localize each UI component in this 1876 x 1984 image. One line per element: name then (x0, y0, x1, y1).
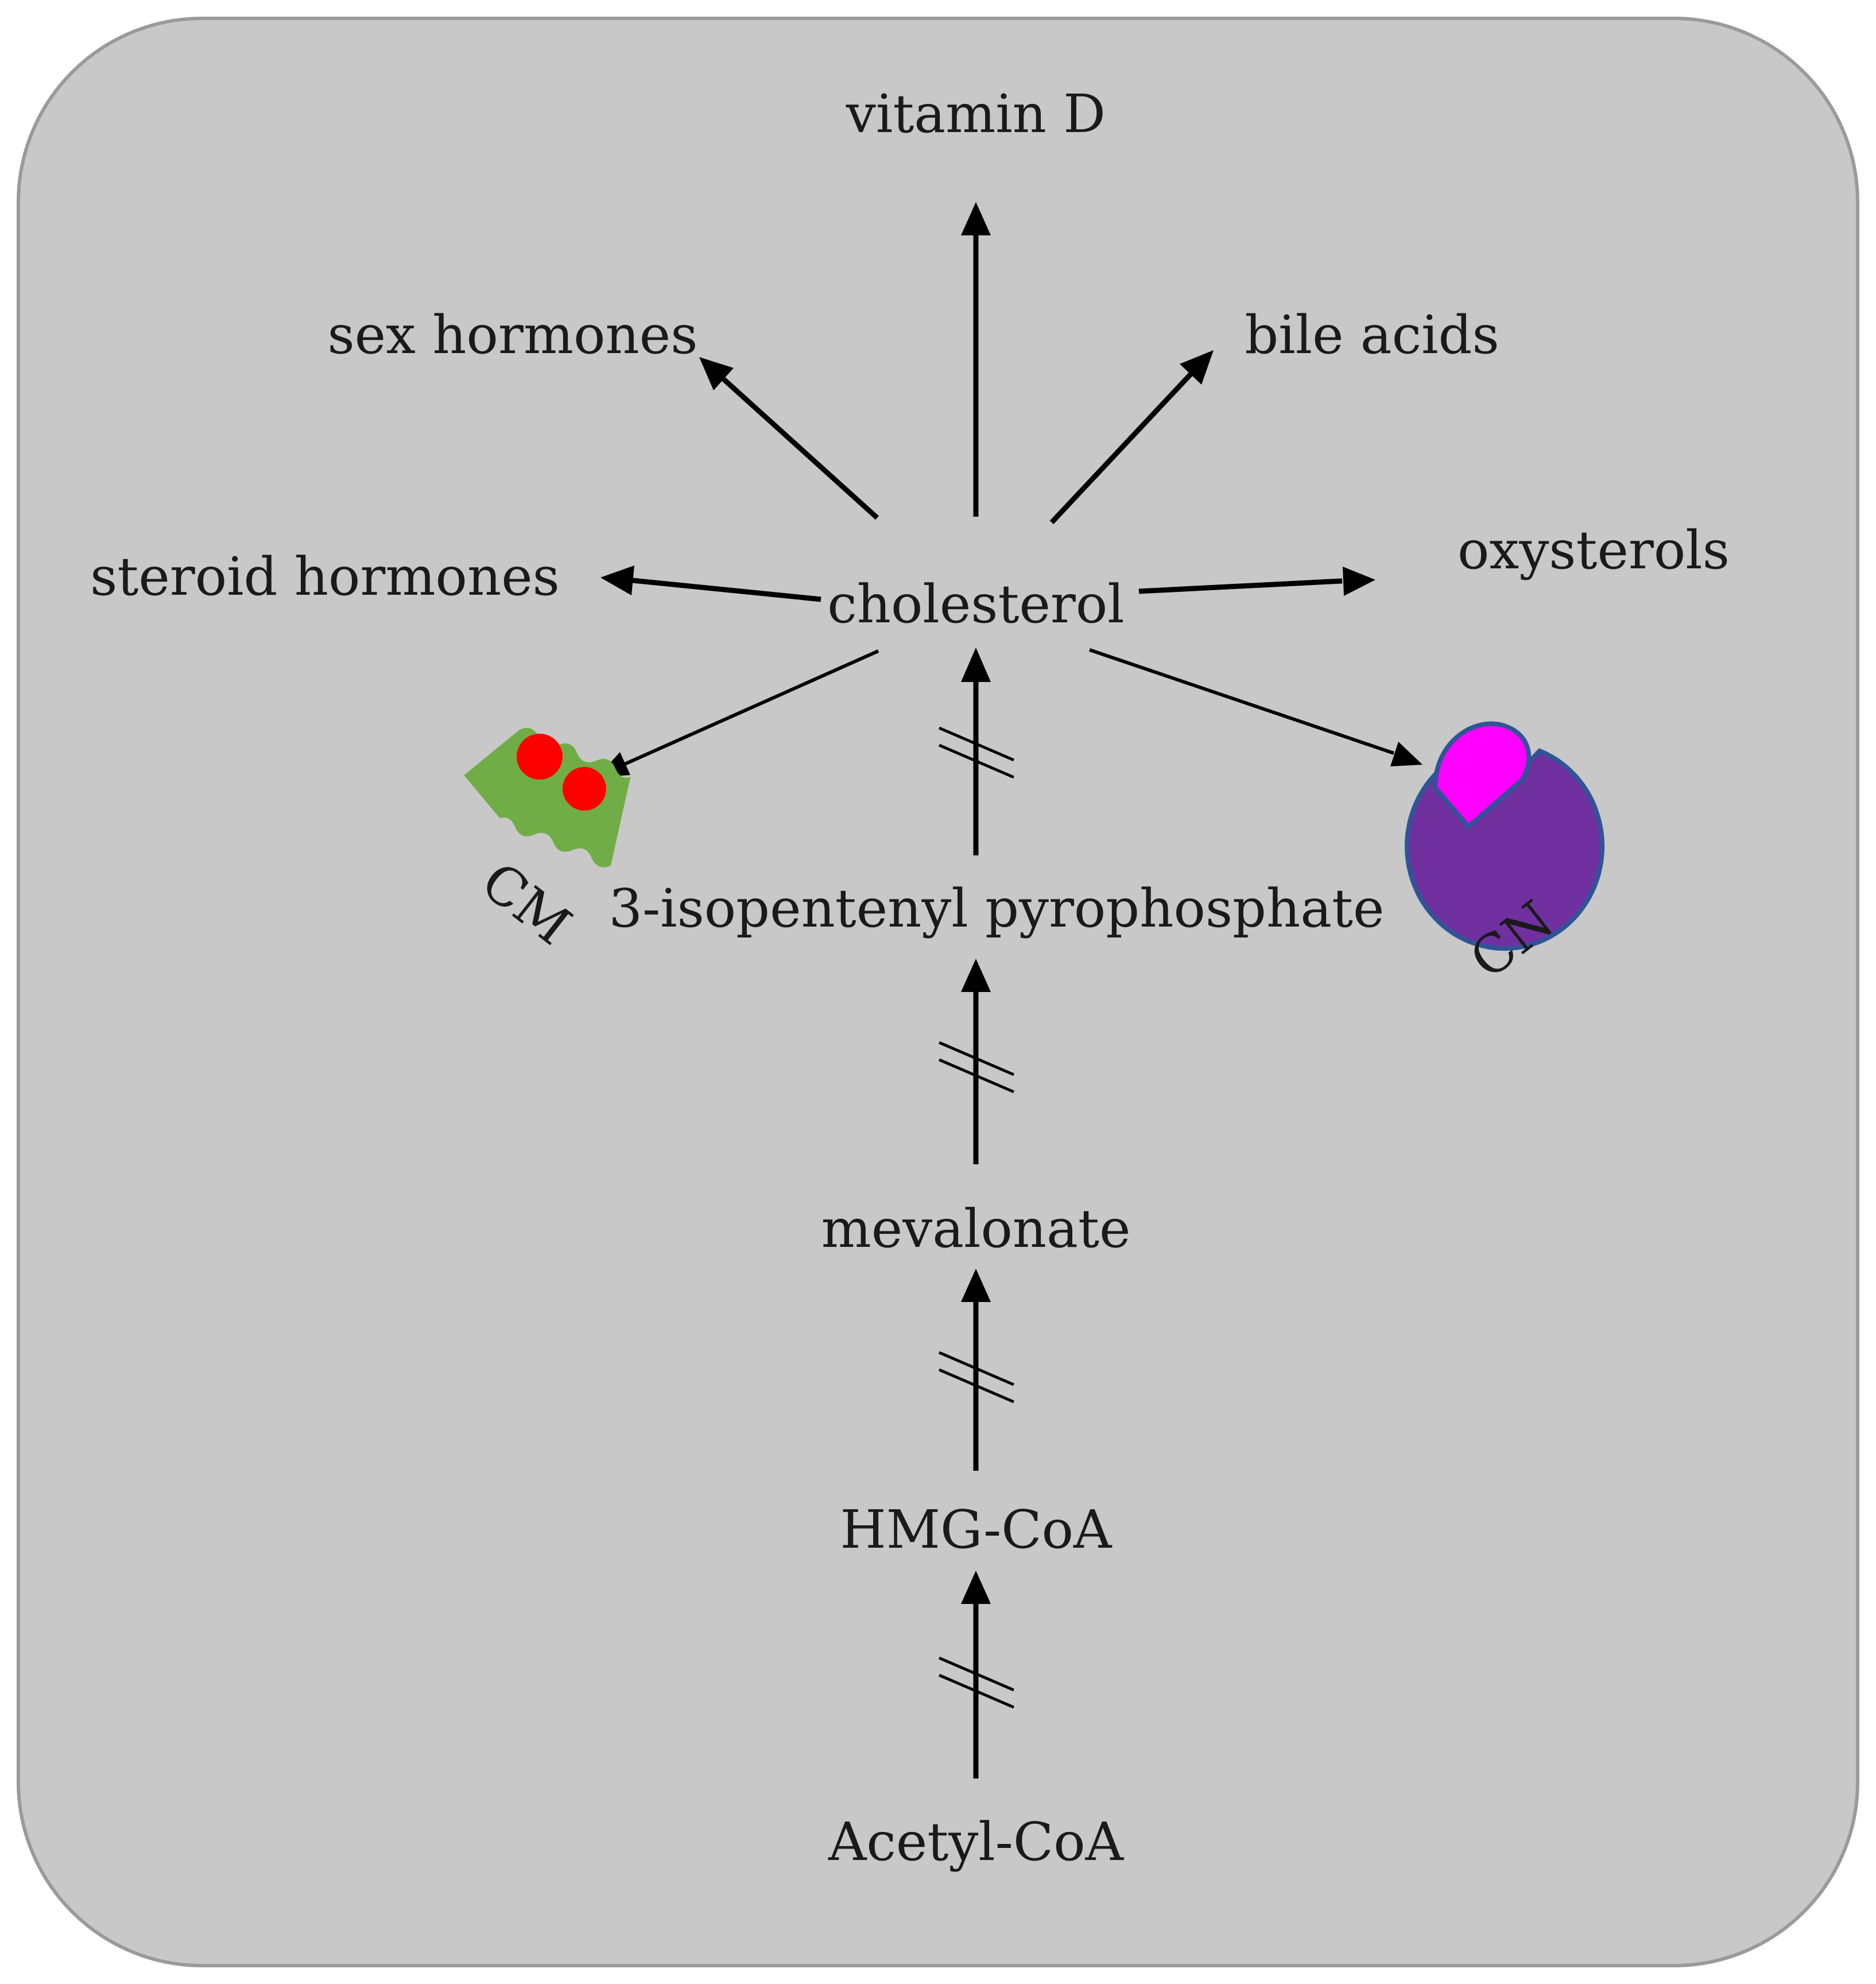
arrowhead-acetylcoa-to-hmgcoa (961, 1571, 991, 1604)
node-sex-hormones: sex hormones (328, 304, 698, 366)
arrowhead-oxysterols (1343, 567, 1375, 596)
arrowhead-cn (1390, 742, 1422, 766)
arrow-to-cm (622, 649, 879, 766)
arrowhead-hmgcoa-to-mevalonate (961, 1269, 991, 1302)
break-mark-ipp-cholesterol (939, 726, 1014, 779)
cm-red-dot-2 (563, 767, 606, 811)
arrow-to-oxysterols (1138, 578, 1343, 594)
arrow-to-sex-hormones (721, 377, 879, 520)
node-mevalonate: mevalonate (821, 1198, 1131, 1260)
cm-membrane-shape (464, 728, 631, 867)
arrowhead-vitamin-d (961, 202, 991, 235)
break-mark-mevalonate-ipp (939, 1041, 1014, 1094)
arrow-to-steroid-hormones (632, 578, 821, 602)
arrow-to-cn (1089, 648, 1394, 755)
node-cholesterol: cholesterol (827, 574, 1124, 635)
node-acetyl-coa: Acetyl-CoA (828, 1811, 1125, 1873)
node-bile-acids: bile acids (1245, 304, 1499, 366)
node-steroid-hormones: steroid hormones (90, 546, 560, 607)
pathway-arrows (597, 202, 1422, 1778)
arrowhead-mevalonate-to-ipp (961, 959, 991, 992)
node-hmg-coa: HMG-CoA (840, 1499, 1113, 1560)
node-oxysterols: oxysterols (1458, 520, 1730, 581)
node-vitamin-d: vitamin D (846, 83, 1106, 145)
cm-red-dot-1 (517, 734, 563, 780)
pathway-labels: vitamin D sex hormones bile acids steroi… (90, 83, 1730, 1873)
arrowhead-sex-hormones (699, 357, 734, 390)
arrowhead-ipp-to-cholesterol (961, 648, 991, 682)
break-mark-hmgcoa-mevalonate (939, 1351, 1014, 1404)
node-ipp: 3-isopentenyl pyrophosphate (609, 878, 1385, 939)
arrow-to-bile-acids (1049, 372, 1193, 525)
arrowhead-bile-acids (1180, 350, 1214, 385)
arrowhead-steroid-hormones (600, 565, 634, 595)
cn-ligand-shape (1432, 721, 1532, 830)
diagram-panel (17, 17, 1859, 1967)
break-mark-acetylcoa-hmgcoa (939, 1656, 1014, 1709)
multistep-marks (939, 726, 1014, 1709)
